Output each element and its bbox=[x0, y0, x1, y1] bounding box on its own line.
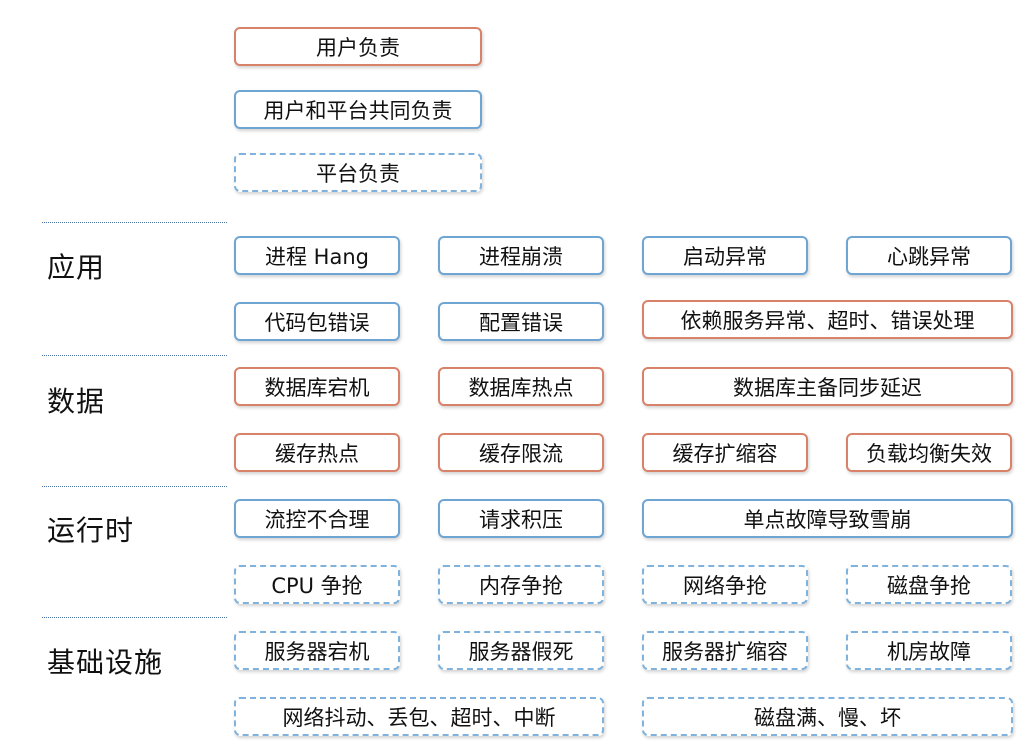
legend-platform-responsible: 平台负责 bbox=[234, 153, 482, 192]
item-heartbeat-error: 心跳异常 bbox=[846, 236, 1012, 275]
item-server-scaling: 服务器扩缩容 bbox=[642, 631, 808, 670]
legend-user-responsible: 用户负责 bbox=[234, 27, 482, 66]
item-database-down: 数据库宕机 bbox=[234, 367, 400, 406]
item-server-hang: 服务器假死 bbox=[438, 631, 604, 670]
item-dependency-error: 依赖服务异常、超时、错误处理 bbox=[642, 300, 1013, 339]
item-cache-throttling: 缓存限流 bbox=[438, 433, 604, 472]
section-divider bbox=[42, 355, 227, 356]
section-label-runtime: 运行时 bbox=[47, 514, 135, 547]
item-process-hang: 进程 Hang bbox=[234, 236, 400, 275]
section-label-infrastructure: 基础设施 bbox=[47, 646, 164, 679]
item-cpu-contention: CPU 争抢 bbox=[234, 565, 400, 604]
section-label-data: 数据 bbox=[47, 385, 106, 418]
item-network-contention: 网络争抢 bbox=[642, 565, 808, 604]
item-cache-hotspot: 缓存热点 bbox=[234, 433, 400, 472]
section-divider bbox=[42, 222, 227, 223]
section-divider bbox=[42, 617, 227, 618]
legend-shared-responsible: 用户和平台共同负责 bbox=[234, 90, 482, 129]
item-config-error: 配置错误 bbox=[438, 302, 604, 341]
item-single-point-avalanche: 单点故障导致雪崩 bbox=[642, 499, 1013, 538]
item-code-package-error: 代码包错误 bbox=[234, 302, 400, 341]
item-disk-contention: 磁盘争抢 bbox=[846, 565, 1012, 604]
item-request-backlog: 请求积压 bbox=[438, 499, 604, 538]
item-disk-full-slow-broken: 磁盘满、慢、坏 bbox=[642, 697, 1013, 736]
item-server-down: 服务器宕机 bbox=[234, 631, 400, 670]
section-divider bbox=[42, 486, 227, 487]
item-memory-contention: 内存争抢 bbox=[438, 565, 604, 604]
item-load-balancer-failure: 负载均衡失效 bbox=[846, 433, 1012, 472]
item-startup-error: 启动异常 bbox=[642, 236, 808, 275]
item-cache-scaling: 缓存扩缩容 bbox=[642, 433, 808, 472]
item-unreasonable-flow-control: 流控不合理 bbox=[234, 499, 400, 538]
item-database-sync-delay: 数据库主备同步延迟 bbox=[642, 367, 1013, 406]
item-datacenter-failure: 机房故障 bbox=[846, 631, 1012, 670]
item-network-jitter-loss: 网络抖动、丢包、超时、中断 bbox=[234, 697, 604, 736]
item-process-crash: 进程崩溃 bbox=[438, 236, 604, 275]
section-label-application: 应用 bbox=[47, 251, 106, 284]
item-database-hotspot: 数据库热点 bbox=[438, 367, 604, 406]
